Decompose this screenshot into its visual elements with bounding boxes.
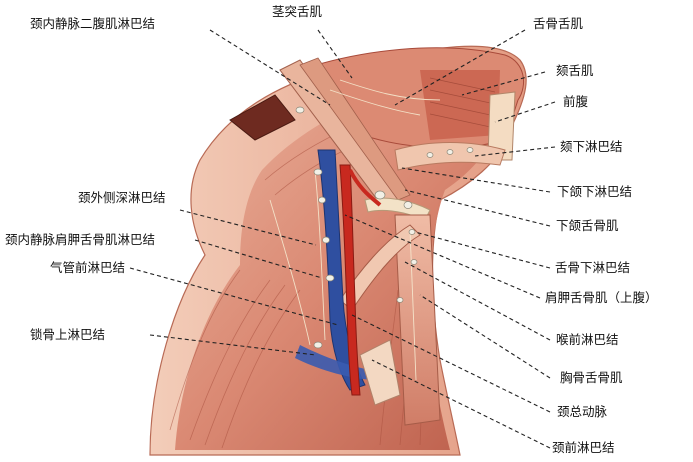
omohyoid-strap <box>339 224 421 311</box>
scm-upper-stump <box>229 94 296 141</box>
label-omohyoid-upper: 肩胛舌骨肌（上腹） <box>545 290 658 305</box>
label-anterior-belly: 前腹 <box>563 94 589 109</box>
label-anterior-cervical-nodes: 颈前淋巴结 <box>552 440 615 455</box>
sternohyoid-strap <box>394 214 441 426</box>
label-infrahyoid-nodes: 舌骨下淋巴结 <box>555 260 631 275</box>
label-jugulodigastric-nodes: 颈内静脉二腹肌淋巴结 <box>30 16 156 31</box>
label-lateral-deep-nodes: 颈外侧深淋巴结 <box>78 190 166 205</box>
label-common-carotid: 颈总动脉 <box>557 404 608 419</box>
genioglossus-fibers <box>420 70 500 140</box>
lymphatic-vessels <box>269 79 441 381</box>
label-genioglossus: 颏舌肌 <box>556 63 594 78</box>
label-prelaryngeal-nodes: 喉前淋巴结 <box>556 332 619 347</box>
clavicle-cut <box>359 339 401 406</box>
label-stylohyoid: 茎突舌肌 <box>272 4 323 19</box>
leader-lines <box>129 29 556 449</box>
anterior-belly-muscle <box>394 142 506 171</box>
common-carotid-artery <box>339 164 361 396</box>
label-submental-nodes: 颏下淋巴结 <box>560 139 623 154</box>
label-sternohyoid: 胸骨舌骨肌 <box>560 370 623 385</box>
label-submandibular-nodes: 下颌下淋巴结 <box>557 184 633 199</box>
mandible-cut <box>487 91 516 161</box>
label-hyoglossus: 舌骨舌肌 <box>533 16 584 31</box>
label-mylohyoid: 下颌舌骨肌 <box>556 218 619 233</box>
label-supraclavicular-nodes: 锁骨上淋巴结 <box>30 327 106 342</box>
label-jugulo-omohyoid-nodes: 颈内静脉肩胛舌骨肌淋巴结 <box>5 232 156 247</box>
internal-jugular-vein <box>317 149 366 391</box>
label-pretracheal-nodes: 气管前淋巴结 <box>50 260 126 275</box>
